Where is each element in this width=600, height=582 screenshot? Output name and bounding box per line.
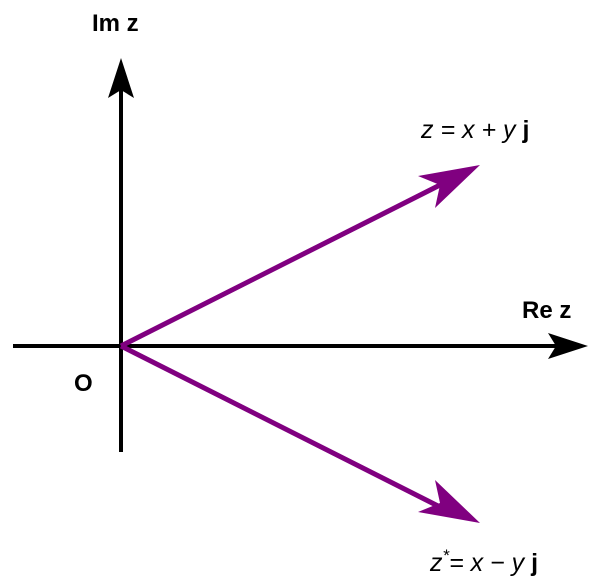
- vector-z: [119, 165, 480, 349]
- z-equation: z = x + y j: [420, 116, 529, 144]
- vector-z-arrowhead: [418, 165, 480, 208]
- origin-label: O: [74, 370, 93, 397]
- vector-z-conjugate: [119, 343, 480, 523]
- conjugate-equation: z*= x − y j: [429, 546, 538, 577]
- real-axis-label: Re z: [522, 297, 571, 324]
- vector-z-conjugate-arrowhead: [418, 480, 480, 523]
- real-axis: [13, 333, 588, 359]
- imaginary-axis-label: Im z: [92, 10, 139, 37]
- imaginary-axis-arrowhead: [108, 58, 134, 98]
- imaginary-axis: [108, 58, 134, 452]
- real-axis-arrowhead: [548, 333, 588, 359]
